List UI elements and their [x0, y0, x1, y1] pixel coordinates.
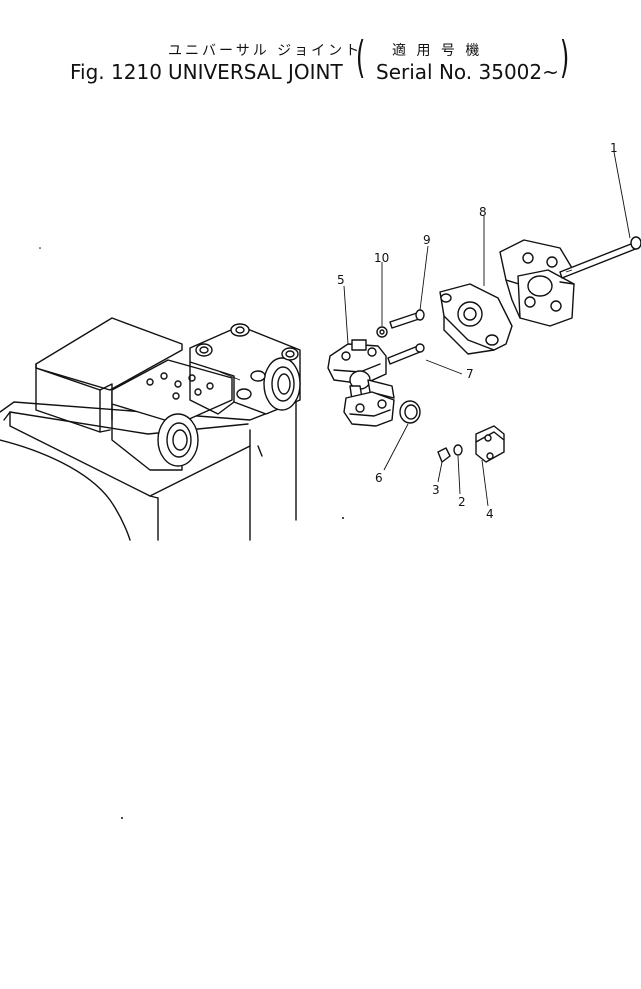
bolt-7	[387, 343, 425, 365]
callout-3: 3	[432, 483, 440, 497]
title-block: ユニバーサル ジョイント 適 用 号 機 Fig. 1210 UNIVERSAL…	[0, 0, 641, 100]
washer-2	[453, 444, 463, 456]
scan-specks	[39, 247, 344, 819]
long-bolt-1	[559, 236, 641, 279]
bearing-cap-4	[475, 425, 505, 463]
part-name: UNIVERSAL JOINT	[168, 60, 343, 84]
callout-5: 5	[337, 273, 345, 287]
seal-ring-6	[399, 400, 421, 424]
washer-10	[376, 326, 388, 338]
paren-close: )	[559, 32, 570, 83]
paren-open: (	[355, 32, 366, 83]
callout-7: 7	[466, 367, 474, 381]
callout-6: 6	[375, 471, 383, 485]
callout-2: 2	[458, 495, 466, 509]
callout-9: 9	[423, 233, 431, 247]
flange-8	[439, 283, 513, 355]
callout-labels: 1 2 3 4 5 6 7 8 9 10	[337, 141, 618, 521]
cross-joint-assembly	[499, 239, 575, 327]
serial-range: Serial No. 35002~	[376, 60, 559, 84]
callout-8: 8	[479, 205, 487, 219]
figure-number: Fig. 1210	[70, 60, 162, 84]
housing-assembly	[0, 317, 301, 541]
callout-10: 10	[374, 251, 389, 265]
title-jp-name: ユニバーサル ジョイント	[168, 43, 363, 59]
bolt-9	[389, 309, 425, 329]
leader-lines	[343, 151, 631, 507]
title-jp-serial: 適 用 号 機	[392, 43, 483, 59]
nut-3	[437, 447, 451, 463]
callout-4: 4	[486, 507, 494, 521]
universal-joint-yoke	[327, 339, 395, 427]
callout-1: 1	[610, 141, 618, 155]
